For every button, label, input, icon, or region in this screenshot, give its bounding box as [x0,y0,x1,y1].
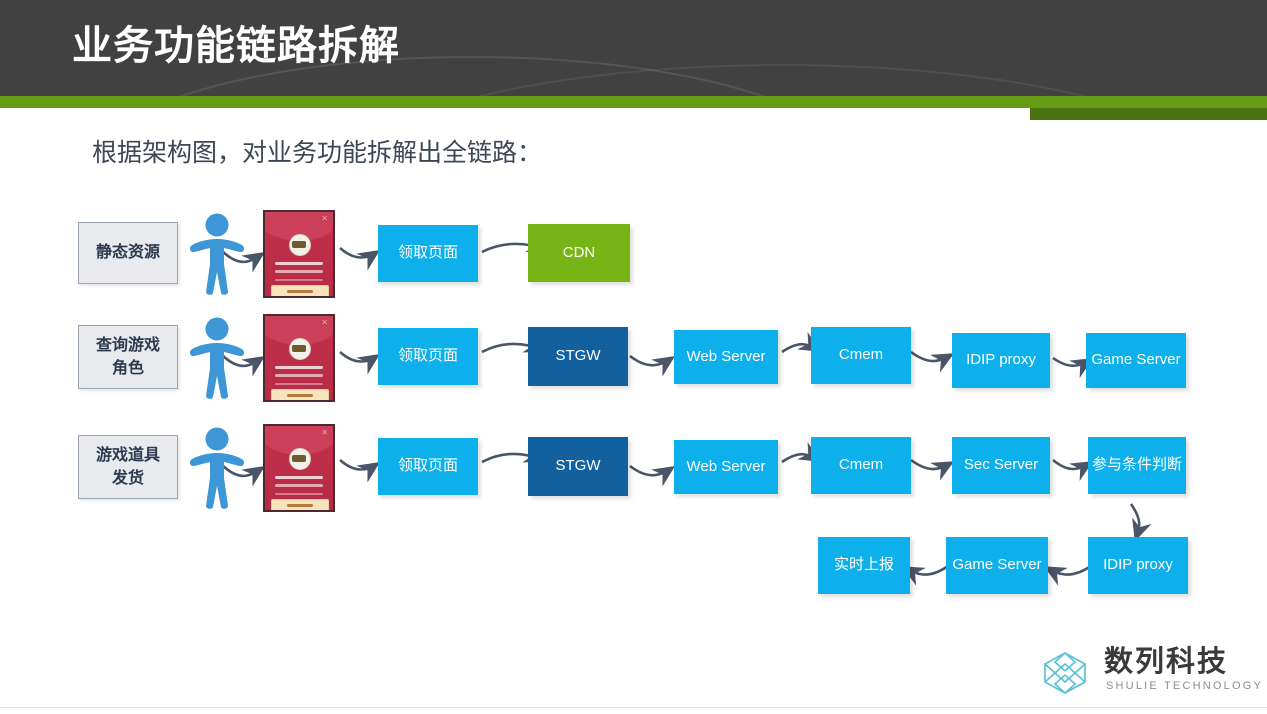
node-row1-0[interactable]: 领取页面 [378,225,478,282]
node-row2-4[interactable]: IDIP proxy [952,333,1050,388]
close-icon: ✕ [321,318,328,327]
node-row2-0[interactable]: 领取页面 [378,328,478,385]
node-label: STGW [555,457,601,475]
person-icon [188,316,246,405]
node-label: Sec Server [963,456,1039,474]
row-label-text-line1: 查询游戏 [95,336,160,354]
node-row3-2[interactable]: Web Server [674,440,778,494]
node-row2-1[interactable]: STGW [528,327,628,386]
row-label-query-game-role: 查询游戏 角色 [78,325,178,389]
coin-icon [289,233,311,256]
node-label: 领取页面 [397,457,458,475]
logo-text-en: SHULIE TECHNOLOGY [1106,680,1264,692]
node-row3-5[interactable]: 参与条件判断 [1088,437,1186,494]
node-label: Game Server [1091,351,1181,369]
node-row2-5[interactable]: Game Server [1086,333,1186,388]
footer-divider [0,707,1267,708]
row-label-static-resource: 静态资源 [78,222,178,284]
node-label: 领取页面 [397,244,458,262]
node-label: IDIP proxy [966,351,1036,369]
node-row4-2[interactable]: IDIP proxy [1088,537,1188,594]
close-icon: ✕ [321,214,328,223]
page-title: 业务功能链路拆解 [72,24,400,68]
node-label: Game Server [952,556,1042,574]
node-label: IDIP proxy [1103,556,1173,574]
row-label-game-item-delivery: 游戏道具 发货 [78,435,178,499]
node-row2-3[interactable]: Cmem [811,327,911,384]
phone-mockup: ✕ [263,210,335,298]
node-label: 参与条件判断 [1091,456,1182,474]
row-label-text-line2: 发货 [111,470,144,487]
slide-subtitle: 根据架构图，对业务功能拆解出全链路： [92,139,543,167]
phone-mockup: ✕ [263,424,335,512]
logo-mark-icon [1036,651,1094,700]
person-icon [188,426,246,515]
node-label: Web Server [686,347,766,365]
coin-icon [289,447,311,470]
node-row2-2[interactable]: Web Server [674,330,778,384]
close-icon: ✕ [321,428,328,437]
phone-cta-button [271,285,329,296]
node-row1-1[interactable]: CDN [528,224,630,282]
person-icon [188,212,246,301]
node-row4-0[interactable]: 实时上报 [818,537,910,594]
node-row3-4[interactable]: Sec Server [952,437,1050,494]
node-label: STGW [555,347,601,365]
node-row4-1[interactable]: Game Server [946,537,1048,594]
phone-cta-button [271,389,329,400]
phone-mockup: ✕ [263,314,335,402]
coin-icon [289,337,311,360]
company-logo: 数列科技 SHULIE TECHNOLOGY [1036,645,1261,701]
row-label-text: 静态资源 [95,244,160,262]
node-row3-0[interactable]: 领取页面 [378,438,478,495]
row-label-text-line2: 角色 [111,360,144,377]
row-label-text-line1: 游戏道具 [95,446,160,464]
node-label: 领取页面 [397,347,458,365]
node-label: Cmem [838,456,884,474]
phone-cta-button [271,499,329,510]
node-label: Web Server [686,457,766,475]
node-label: Cmem [838,346,884,364]
node-label: CDN [562,243,596,261]
header-accent-bar [0,96,1267,108]
slide-header [0,0,1267,96]
node-row3-3[interactable]: Cmem [811,437,911,494]
node-label: 实时上报 [833,556,894,574]
header-accent-bar-right [1030,108,1267,120]
node-row3-1[interactable]: STGW [528,437,628,496]
logo-text-cn: 数列科技 [1104,646,1229,678]
